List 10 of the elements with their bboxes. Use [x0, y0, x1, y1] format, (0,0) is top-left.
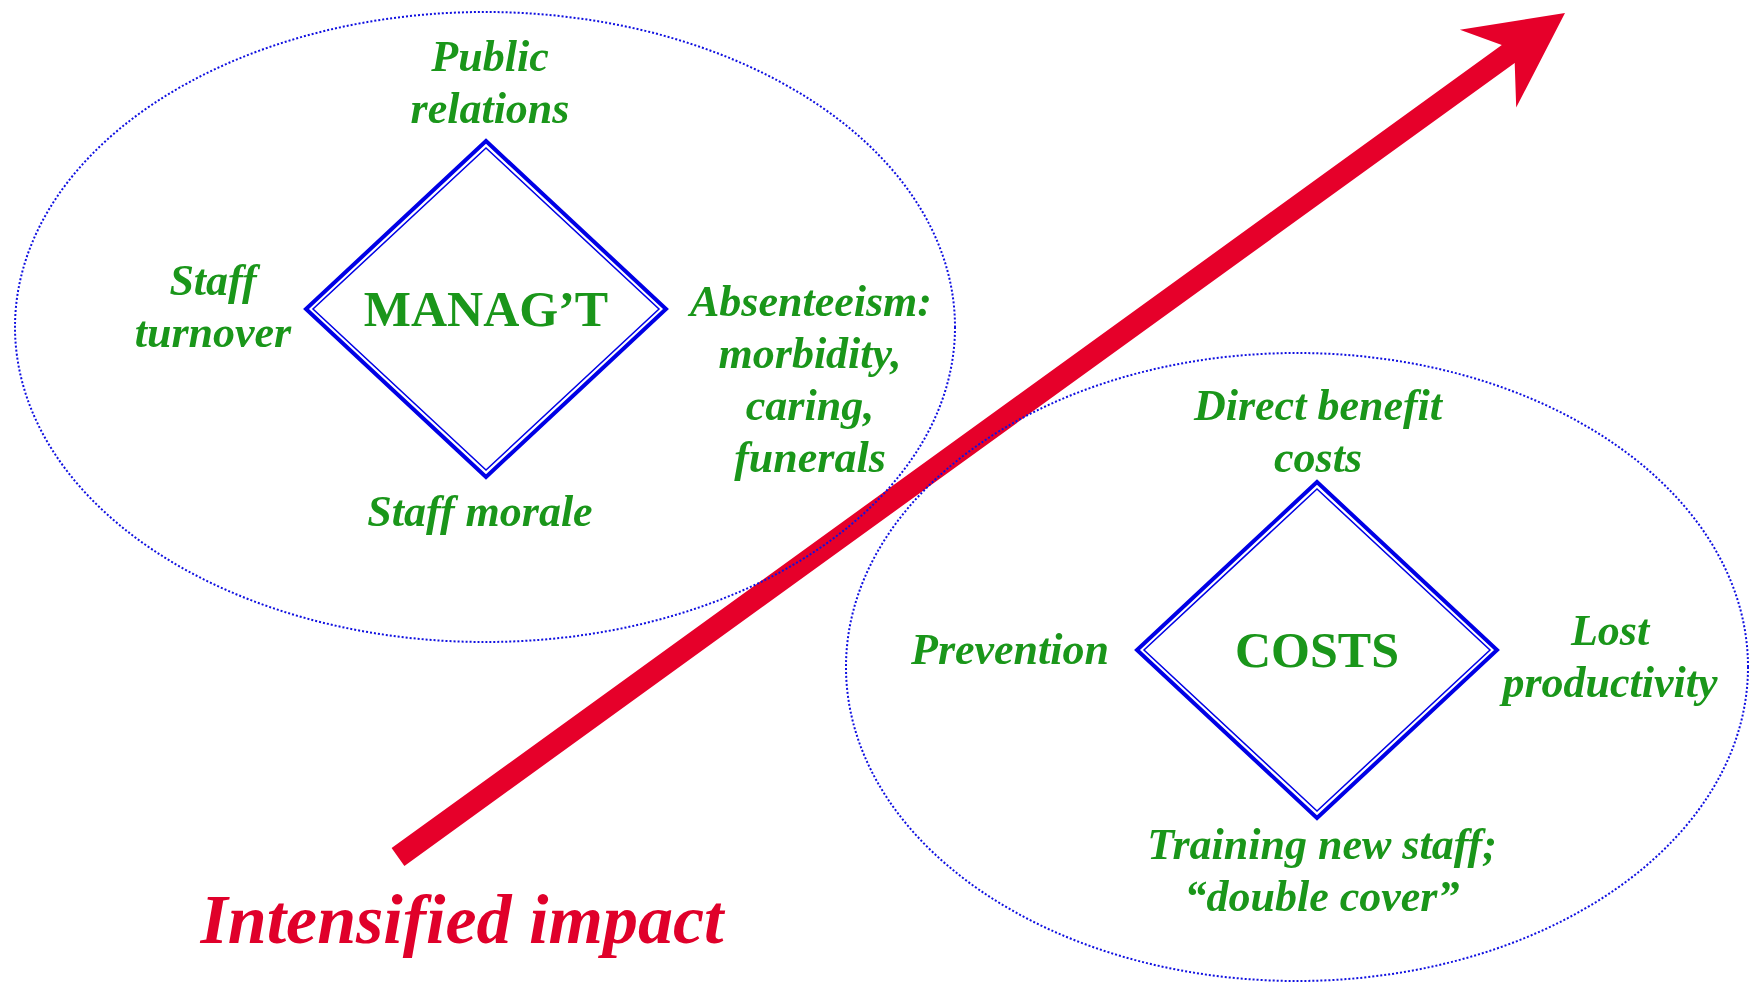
factor-label: Lost productivity	[1480, 605, 1740, 709]
factor-label: Staff morale	[366, 486, 594, 538]
diamond-label: MANAG’T	[363, 280, 609, 338]
impact-caption: Intensified impact	[200, 879, 724, 960]
factor-label: Public relations	[409, 31, 571, 135]
factor-label: Staff turnover	[133, 255, 293, 359]
diamond-label: COSTS	[1235, 621, 1399, 679]
factor-label: Direct benefit costs	[1192, 380, 1444, 484]
factor-label: Training new staff; “double cover”	[1146, 819, 1498, 923]
factor-label: Prevention	[910, 624, 1110, 676]
